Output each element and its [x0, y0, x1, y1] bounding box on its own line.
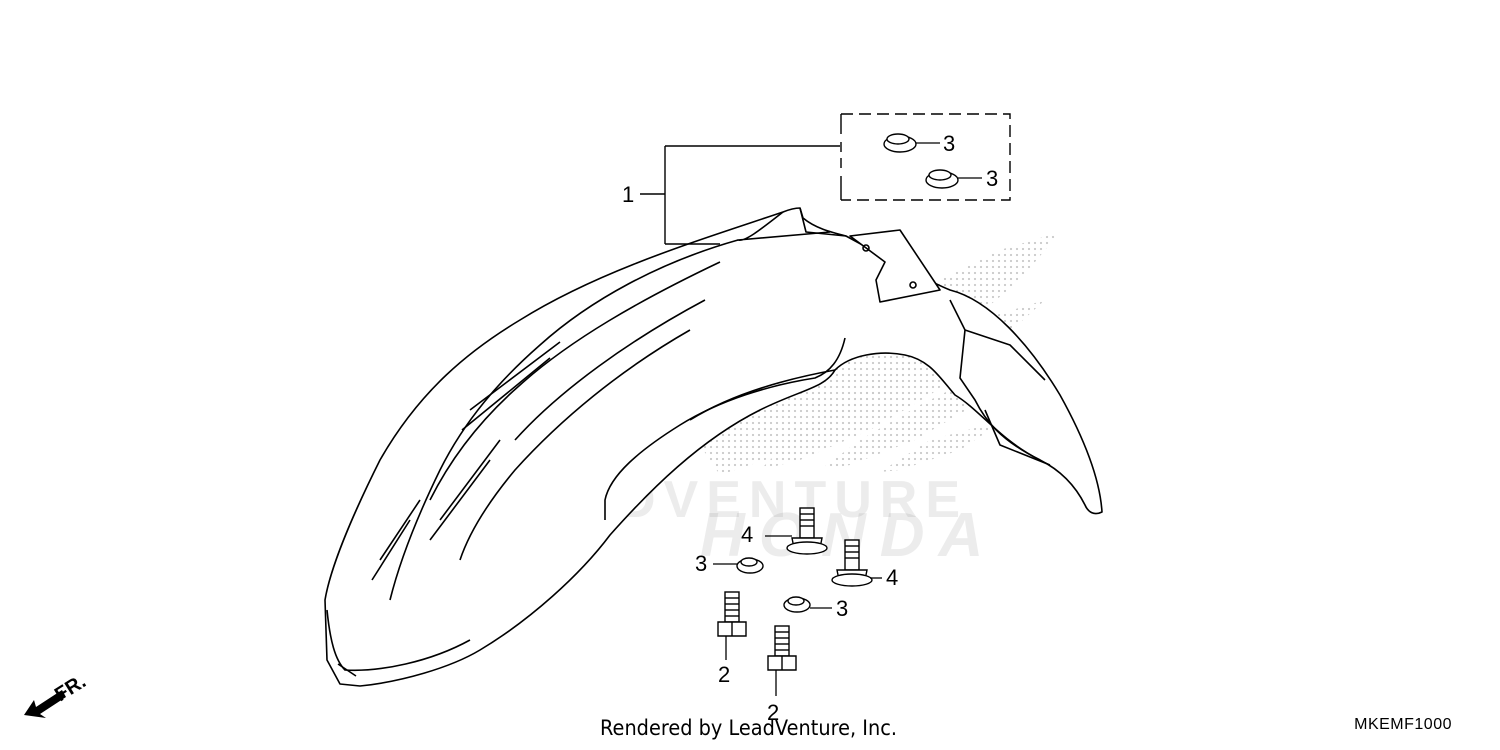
callout-3: 3	[986, 166, 998, 191]
front-fender	[324, 207, 1103, 687]
callout-1: 1	[622, 182, 634, 207]
callout-4: 4	[886, 565, 898, 590]
callout-1-bracket	[640, 145, 840, 245]
grommet-kit-box	[840, 113, 1011, 201]
callout-2: 2	[767, 700, 779, 725]
callout-3: 3	[695, 551, 707, 576]
callout-3: 3	[836, 596, 848, 621]
flange-bolt-part	[831, 539, 873, 587]
grommet-part	[883, 133, 959, 189]
front-direction-arrow-icon: FR.	[24, 671, 90, 718]
hex-bolt-part	[717, 591, 747, 637]
leader-lines	[713, 535, 882, 696]
callout-3: 3	[943, 131, 955, 156]
diagram-code: MKEMF1000	[1354, 716, 1452, 733]
callout-2: 2	[718, 662, 730, 687]
hex-bolt-part	[767, 625, 797, 671]
callout-4: 4	[741, 522, 753, 547]
render-credit: Rendered by LeadVenture, Inc.	[600, 716, 897, 740]
grommet-part	[736, 557, 811, 613]
flange-bolt-part	[786, 507, 828, 555]
